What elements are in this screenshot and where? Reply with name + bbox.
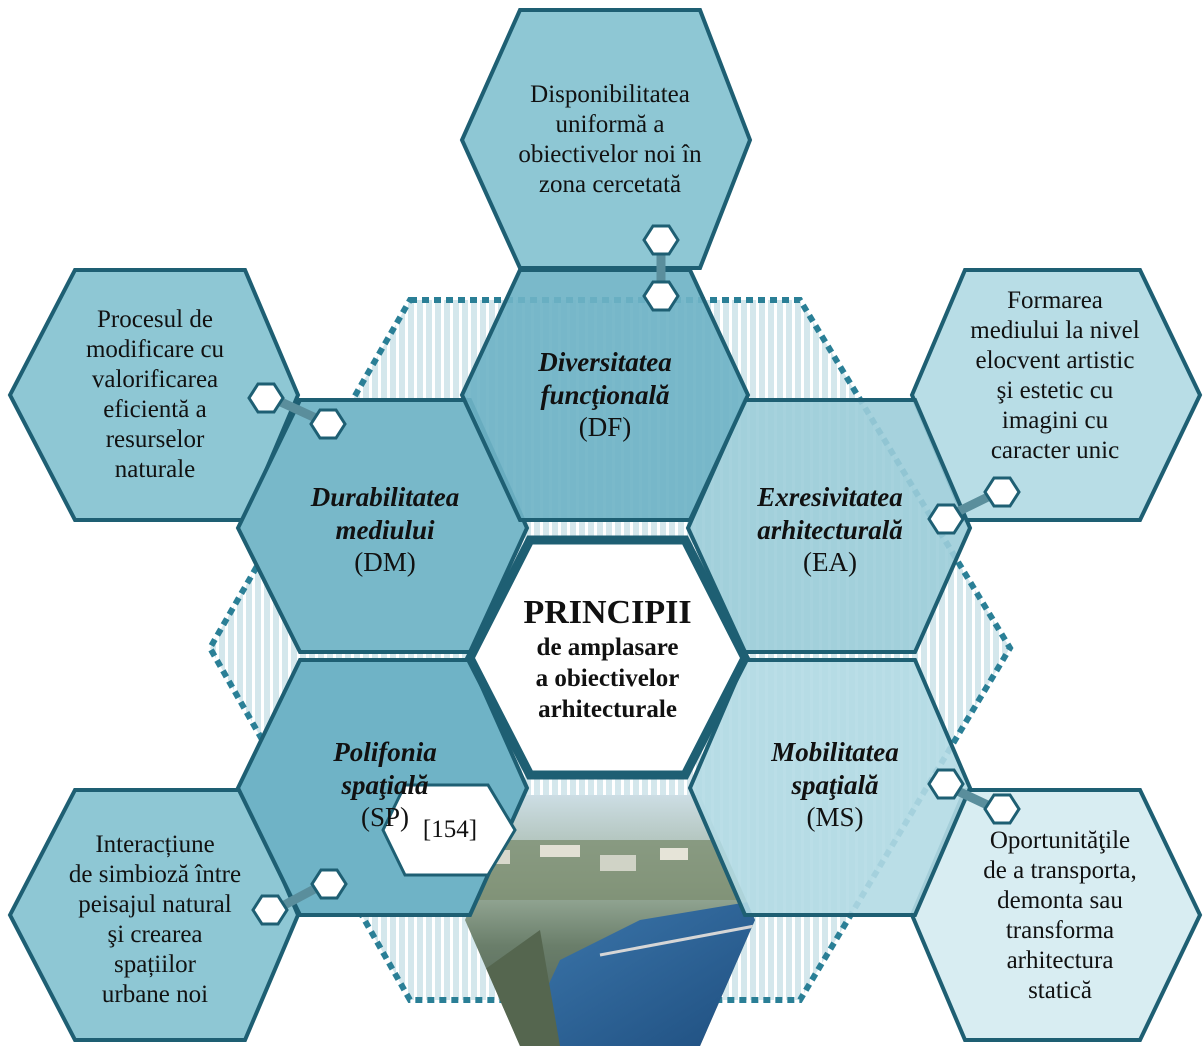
center-line: a obiectivelor	[535, 665, 680, 693]
desc-ms-line: statică	[1028, 977, 1092, 1004]
principle-ea-abbr: (EA)	[803, 547, 857, 578]
desc-ea-line: caracter unic	[990, 437, 1120, 464]
desc-ea-line: mediului la nivel	[970, 317, 1140, 344]
principle-df: Diversitatea funcţională (DF)	[490, 315, 720, 475]
desc-dm-line: naturale	[114, 456, 196, 483]
city-photo	[465, 795, 755, 1046]
desc-ms-line: de a transporta,	[983, 857, 1137, 884]
desc-sp: Interacțiune de simbioză între peisajul …	[30, 800, 280, 1040]
principle-df-abbr: (DF)	[578, 412, 632, 443]
principle-dm-title: Durabilitatea	[310, 482, 460, 513]
center-line: de amplasare	[536, 633, 679, 661]
desc-hex-df	[459, 8, 753, 270]
principle-sp-title: Polifonia	[333, 737, 437, 768]
desc-ea: Formarea mediului la nivel elocvent arti…	[930, 280, 1180, 506]
desc-dm-line: resurselor	[105, 426, 205, 453]
desc-dm-line: Procesul de	[97, 306, 213, 333]
center-hex	[464, 535, 751, 780]
principle-hex-ms	[687, 658, 973, 917]
principle-df-title: Diversitatea	[538, 347, 672, 378]
desc-ea-line: imagini cu	[1001, 407, 1109, 434]
desc-sp-line: şi crearea	[107, 921, 203, 948]
desc-sp-line: de simbioză între	[68, 861, 242, 888]
desc-sp-line: urbane noi	[101, 981, 209, 1008]
principle-dm-title: mediului	[335, 514, 435, 545]
desc-ea-line: elocvent artistic	[975, 347, 1135, 374]
principle-dm-abbr: (DM)	[354, 547, 416, 578]
principle-df-title: funcţională	[540, 379, 670, 410]
desc-df-line: uniformă a	[555, 111, 665, 138]
principle-hex-ea	[685, 398, 973, 654]
principle-sp: Polifonia spaţială (SP)	[270, 705, 500, 865]
desc-ms-line: demonta sau	[997, 887, 1123, 914]
desc-sp-line: Interacțiune	[95, 831, 215, 858]
principle-ea-title: arhitecturală	[757, 514, 903, 545]
desc-sp-line: peisajul natural	[78, 891, 232, 918]
principle-hex-df	[459, 268, 751, 522]
desc-df-line: obiectivelor noi în	[518, 141, 702, 168]
center-title: PRINCIPII	[523, 594, 692, 632]
desc-ms-line: arhitectura	[1006, 947, 1114, 974]
small-hexagons	[247, 224, 1021, 926]
desc-df-line: Disponibilitatea	[530, 81, 690, 108]
desc-ea-line: şi estetic cu	[996, 377, 1114, 404]
desc-dm-line: eficientă a	[103, 396, 207, 423]
center-label: PRINCIPII de amplasare a obiectivelor ar…	[485, 560, 730, 760]
center-line: arhitecturale	[538, 696, 677, 724]
desc-df: Disponibilitatea uniformă a obiectivelor…	[480, 40, 740, 240]
reference-label: [154]	[422, 816, 478, 843]
principle-ms-title: Mobilitatea	[771, 737, 899, 768]
desc-ms: Oportunităţile de a transporta, demonta …	[940, 820, 1180, 1046]
desc-sp-line: spațiilor	[114, 951, 196, 978]
desc-dm-line: valorificarea	[91, 366, 219, 393]
desc-ms-line: Oportunităţile	[989, 827, 1131, 854]
desc-df-line: zona cercetată	[538, 171, 682, 198]
principle-ms-title: spaţială	[791, 769, 879, 800]
desc-hex-ea	[909, 268, 1203, 522]
principle-ea: Exresivitatea arhitecturală (EA)	[715, 450, 945, 610]
principle-sp-title: spaţială	[341, 769, 429, 800]
desc-ms-line: transforma	[1005, 917, 1115, 944]
principle-dm: Durabilitatea mediului (DM)	[270, 450, 500, 610]
desc-dm: Procesul de modificare cu valorificarea …	[40, 280, 270, 510]
desc-dm-line: modificare cu	[85, 336, 225, 363]
desc-ea-line: Formarea	[1007, 287, 1103, 314]
principle-ms-abbr: (MS)	[806, 802, 864, 833]
reference-hex	[381, 783, 517, 877]
principle-ea-title: Exresivitatea	[757, 482, 903, 513]
principle-sp-abbr: (SP)	[360, 802, 409, 833]
principle-ms: Mobilitatea spaţială (MS)	[720, 705, 950, 865]
